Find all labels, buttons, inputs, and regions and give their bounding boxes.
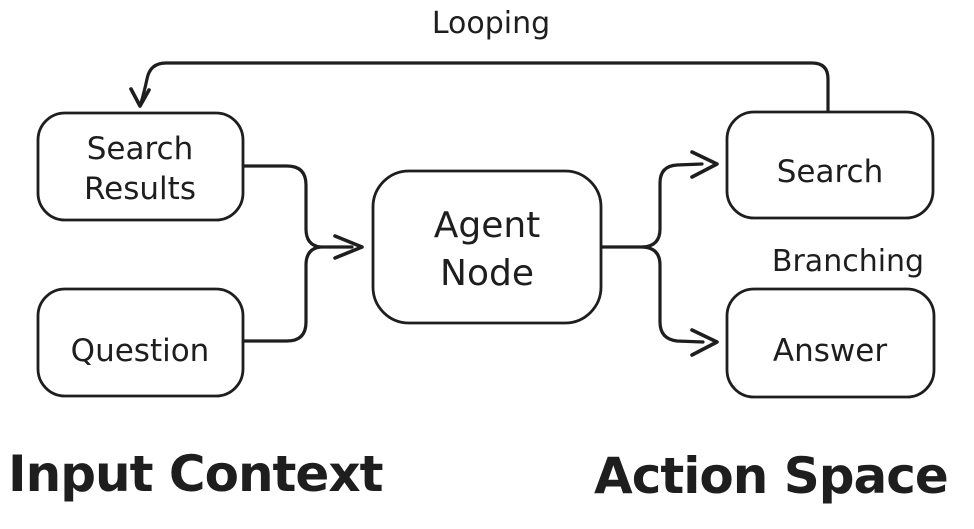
edge-merge-into-agent xyxy=(318,234,364,260)
answer-in-arrowhead-icon xyxy=(690,328,719,357)
branch-down-line xyxy=(641,245,705,344)
looping-arrowhead-icon xyxy=(129,87,151,108)
branch-up-line xyxy=(641,162,704,249)
search-results-label-line1: Search xyxy=(87,131,194,167)
search-label: Search xyxy=(777,154,884,190)
answer-box xyxy=(725,287,936,399)
edge-looping-search-to-search-results xyxy=(129,61,830,113)
agent-in-arrowhead-icon xyxy=(333,234,364,260)
question-label: Question xyxy=(71,333,210,369)
search-box xyxy=(725,110,935,220)
action-space-title: Action Space xyxy=(594,447,948,505)
looping-arrow-line xyxy=(139,61,830,113)
answer-label: Answer xyxy=(773,333,887,369)
node-agent-node: Agent Node xyxy=(371,169,603,325)
search-results-label-line2: Results xyxy=(84,171,196,207)
node-search-results: Search Results xyxy=(36,111,245,222)
looping-label: Looping xyxy=(432,6,550,41)
node-search: Search xyxy=(725,110,935,220)
search-results-box xyxy=(36,111,245,222)
node-answer: Answer xyxy=(725,287,936,399)
edge-question-to-agent xyxy=(241,245,322,343)
edge-agent-to-search xyxy=(599,150,719,249)
search-results-out-line xyxy=(241,164,322,249)
input-context-title: Input Context xyxy=(8,445,383,503)
question-out-line xyxy=(241,245,322,343)
agent-node-label-line2: Node xyxy=(440,253,534,294)
agent-node-label-line1: Agent xyxy=(434,205,541,246)
branching-label: Branching xyxy=(772,244,924,279)
edge-search-results-to-agent xyxy=(241,164,322,249)
node-question: Question xyxy=(36,287,245,398)
question-box xyxy=(36,287,245,398)
edge-agent-to-answer xyxy=(641,245,719,357)
agent-node-box xyxy=(371,169,603,325)
search-in-arrowhead-icon xyxy=(690,150,719,179)
